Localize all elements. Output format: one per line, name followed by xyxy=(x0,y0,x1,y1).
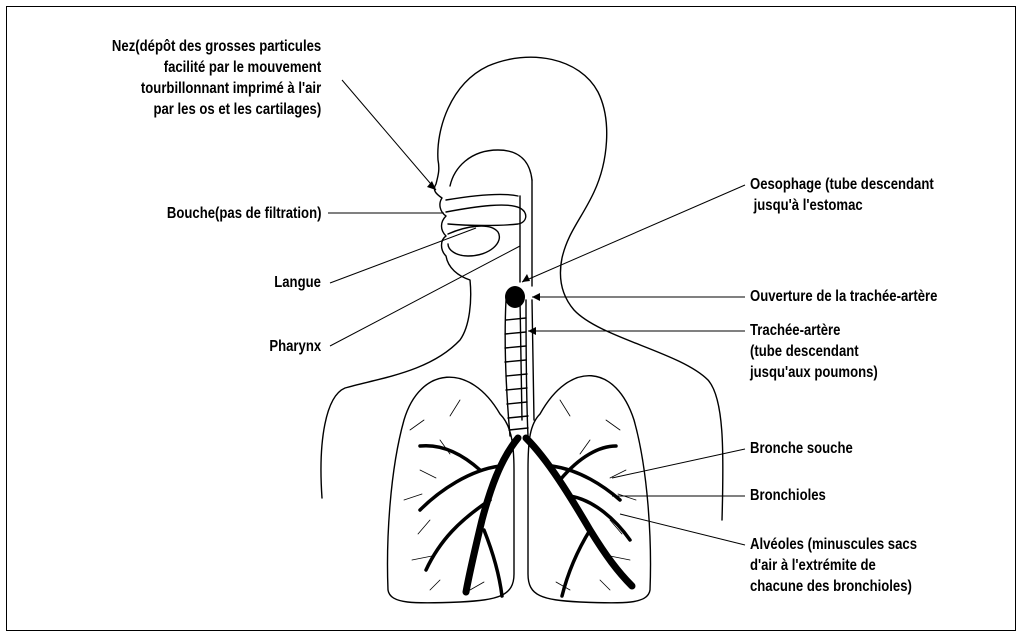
label-alveoles: Alvéoles (minuscules sacs d'air à l'extr… xyxy=(750,534,917,597)
label-langue: Langue xyxy=(274,272,321,293)
left-lung xyxy=(388,377,514,603)
palate xyxy=(446,205,526,225)
label-pharynx: Pharynx xyxy=(269,336,321,357)
leader-oesophage xyxy=(522,185,745,282)
label-bronchioles: Bronchioles xyxy=(750,485,826,506)
label-bronche: Bronche souche xyxy=(750,438,853,459)
label-nez: Nez(dépôt des grosses particules facilit… xyxy=(112,36,321,120)
right-lung xyxy=(528,376,650,603)
tongue xyxy=(448,226,499,256)
leader-pharynx xyxy=(330,246,520,346)
label-trachee: Trachée-artère (tube descendant jusqu'au… xyxy=(750,320,878,383)
bronchus-left xyxy=(466,438,518,592)
label-bouche: Bouche(pas de filtration) xyxy=(166,203,321,224)
nasal-cavity xyxy=(450,150,532,186)
label-oesophage: Oesophage (tube descendant jusqu'à l'est… xyxy=(750,174,934,216)
trachea-opening xyxy=(505,286,525,308)
label-ouverture: Ouverture de la trachée-artère xyxy=(750,286,937,307)
leader-langue xyxy=(330,228,476,283)
leader-alveoles xyxy=(620,514,745,545)
leader-bronche xyxy=(612,449,745,478)
leader-nez xyxy=(342,80,436,190)
